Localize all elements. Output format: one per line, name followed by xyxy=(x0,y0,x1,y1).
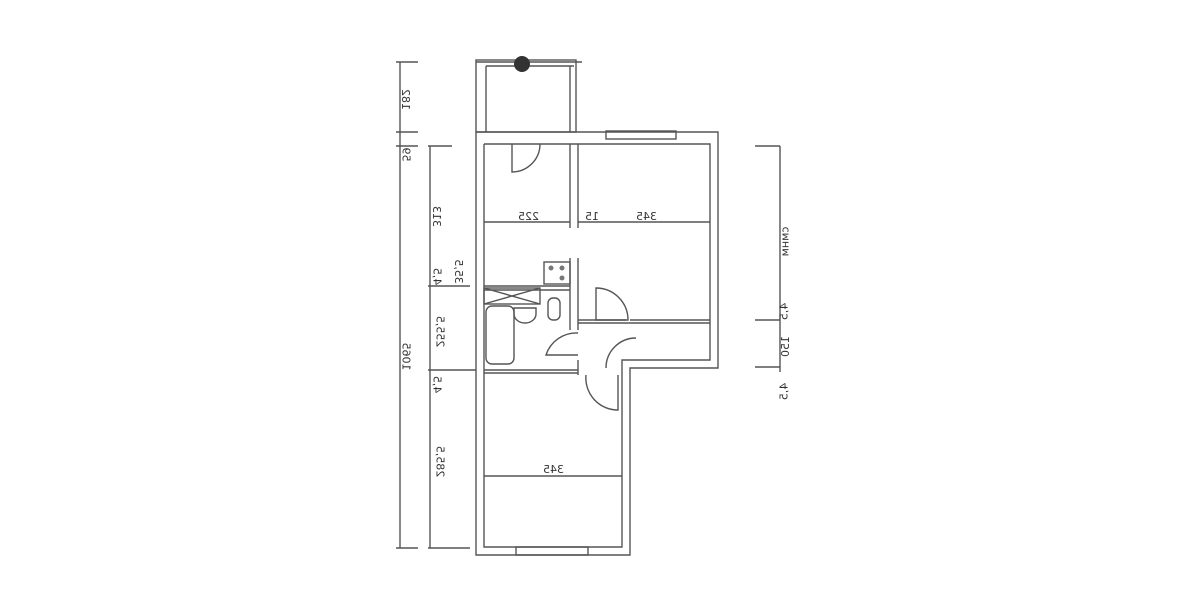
dim-wall-b: 4,5 xyxy=(430,375,444,394)
sink xyxy=(513,307,537,324)
stove xyxy=(543,261,571,285)
dim-bottom-room: 345 xyxy=(543,463,564,476)
dim-top-right: 345 xyxy=(636,210,657,223)
dim-total: 1065 xyxy=(399,342,413,371)
dim-kitchen-b: 35,5 xyxy=(451,259,465,284)
door-bath xyxy=(545,332,579,356)
dim-wall-top: 59 xyxy=(399,147,413,162)
dim-wall-a: 4,5 xyxy=(430,267,444,286)
dim-right-hall: 150 xyxy=(779,336,792,357)
door-right xyxy=(605,337,637,369)
outer-wall xyxy=(475,131,719,556)
dim-balcony: 182 xyxy=(399,89,412,110)
dim-bath: 255,5 xyxy=(433,315,447,348)
dim-right-room: cмнм xyxy=(778,226,792,257)
door-hall-top xyxy=(595,287,629,321)
dim-kitchen: 313 xyxy=(430,206,443,227)
door-bottom xyxy=(585,374,619,411)
dim-right-end: 4,5 xyxy=(777,382,791,401)
dim-right-wall: 4,5 xyxy=(777,302,791,321)
door-top xyxy=(511,143,541,173)
dim-bottom: 285,5 xyxy=(433,445,447,478)
toilet xyxy=(547,297,561,321)
dim-top-left: 225 xyxy=(518,210,539,223)
pipe-marker xyxy=(514,56,530,72)
bathtub xyxy=(485,305,515,365)
dim-wall-gap: 15 xyxy=(585,210,599,223)
